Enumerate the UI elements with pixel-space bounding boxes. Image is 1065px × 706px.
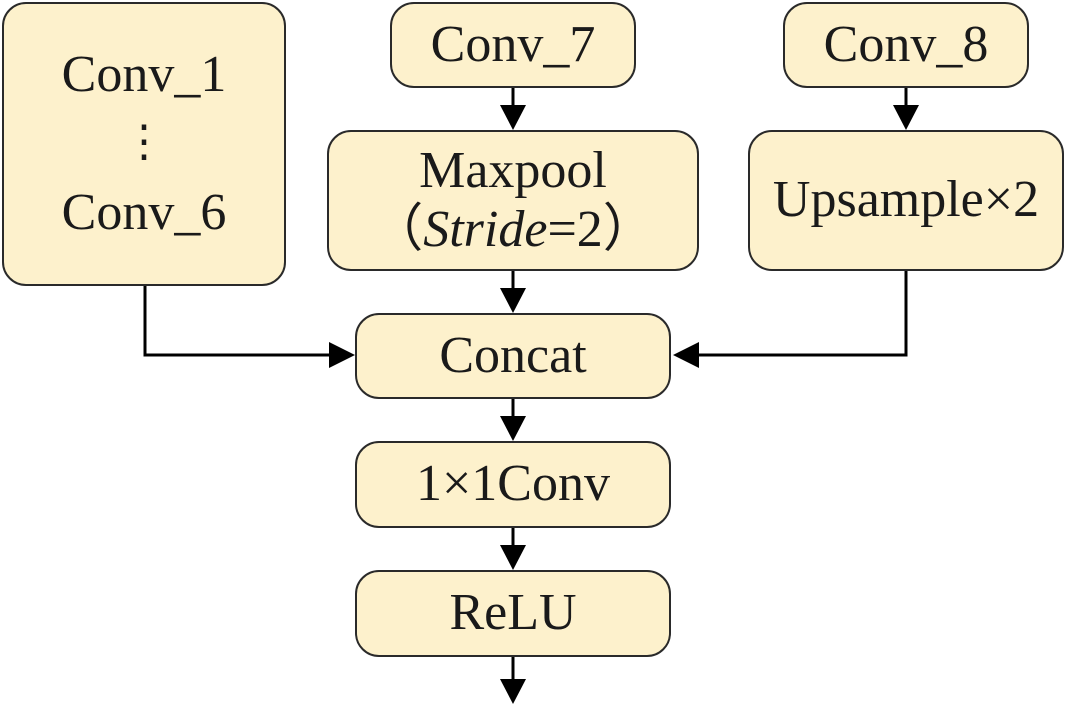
concat-node: Concat xyxy=(355,313,671,399)
conv8-node: Conv_8 xyxy=(783,2,1029,88)
arrowhead-concat-left xyxy=(329,342,355,368)
conv6-label: Conv_6 xyxy=(61,183,227,241)
conv1x1-label: 1×1Conv xyxy=(415,455,610,513)
maxpool-label: Maxpool xyxy=(419,142,607,200)
conv7-label: Conv_7 xyxy=(430,15,596,73)
stride-label: Stride xyxy=(423,200,548,258)
conv7-node: Conv_7 xyxy=(390,2,636,88)
stride-value: =2 xyxy=(547,200,603,258)
concat-label: Concat xyxy=(439,326,587,384)
arrow-upsample-to-concat xyxy=(696,271,908,357)
conv1-label: Conv_1 xyxy=(61,45,227,103)
arrowhead-upsample xyxy=(893,105,919,130)
arrowhead-relu xyxy=(500,545,526,570)
arrowhead-output xyxy=(500,679,526,704)
arrowhead-conv1x1 xyxy=(500,416,526,441)
arrowhead-maxpool xyxy=(500,105,526,130)
arrow-convgroup-to-concat xyxy=(143,286,332,357)
maxpool-node: Maxpool （Stride=2） xyxy=(327,130,699,271)
arrowhead-concat-right xyxy=(673,342,699,368)
conv1x1-node: 1×1Conv xyxy=(355,441,671,528)
arrowhead-concat-top xyxy=(500,288,526,313)
upsample-label: Upsample×2 xyxy=(772,171,1040,229)
relu-node: ReLU xyxy=(355,570,671,657)
paren-close: ） xyxy=(602,200,655,258)
paren-open: （ xyxy=(371,200,424,258)
vertical-ellipsis: ⋮ xyxy=(122,117,166,167)
upsample-node: Upsample×2 xyxy=(748,130,1064,271)
conv1-to-conv6-node: Conv_1 ⋮ Conv_6 xyxy=(2,2,286,286)
relu-label: ReLU xyxy=(449,584,577,642)
maxpool-param: （Stride=2） xyxy=(371,201,655,259)
conv8-label: Conv_8 xyxy=(823,15,989,73)
